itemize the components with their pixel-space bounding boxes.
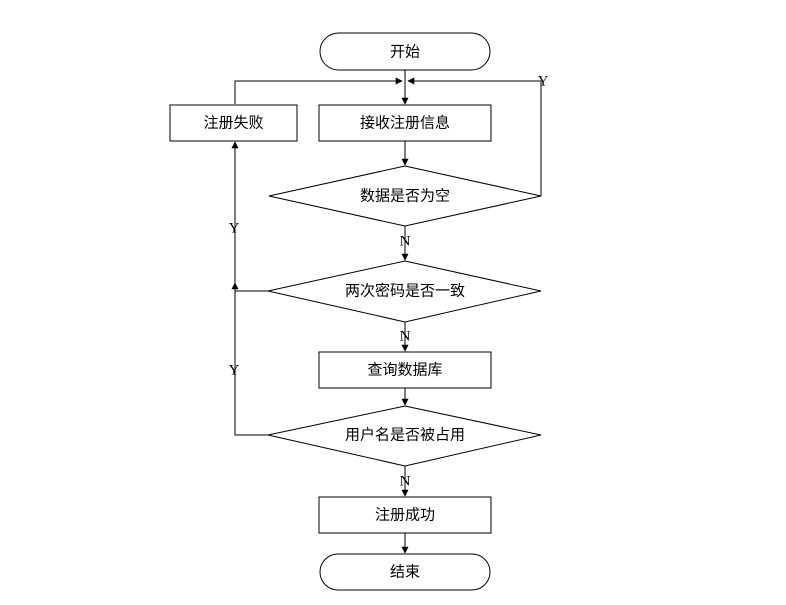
receive-info-box bbox=[318, 104, 492, 142]
end-label: 结束 bbox=[390, 563, 420, 581]
empty-no-label: N bbox=[400, 233, 411, 249]
query-database-label: 查询数据库 bbox=[367, 361, 442, 379]
data-empty-decision bbox=[268, 165, 542, 227]
data-empty-label: 数据是否为空 bbox=[360, 187, 450, 205]
connector-fail-to-top bbox=[234, 77, 403, 104]
passwords-match-decision bbox=[267, 260, 542, 323]
username-no-label: N bbox=[400, 473, 411, 489]
register-fail-box bbox=[169, 104, 298, 142]
end-terminal bbox=[319, 553, 491, 591]
passwords-match-label: 两次密码是否一致 bbox=[345, 282, 465, 300]
start-label: 开始 bbox=[390, 43, 420, 61]
receive-info-label: 接收注册信息 bbox=[360, 114, 450, 132]
username-taken-decision bbox=[267, 405, 542, 467]
connector-username-yes bbox=[231, 282, 268, 436]
password-no-label: N bbox=[400, 328, 411, 344]
username-yes-label: Y bbox=[229, 362, 240, 378]
start-terminal bbox=[319, 32, 491, 71]
query-database-box bbox=[318, 351, 492, 389]
register-success-label: 注册成功 bbox=[375, 506, 435, 524]
register-fail-label: 注册失败 bbox=[203, 114, 263, 132]
register-success-box bbox=[318, 496, 492, 534]
username-taken-label: 用户名是否被占用 bbox=[345, 426, 465, 444]
connector-empty-yes-loop bbox=[407, 77, 542, 196]
password-yes-label: Y bbox=[229, 220, 240, 236]
connector-password-yes bbox=[231, 141, 268, 292]
empty-yes-label: Y bbox=[538, 73, 549, 89]
